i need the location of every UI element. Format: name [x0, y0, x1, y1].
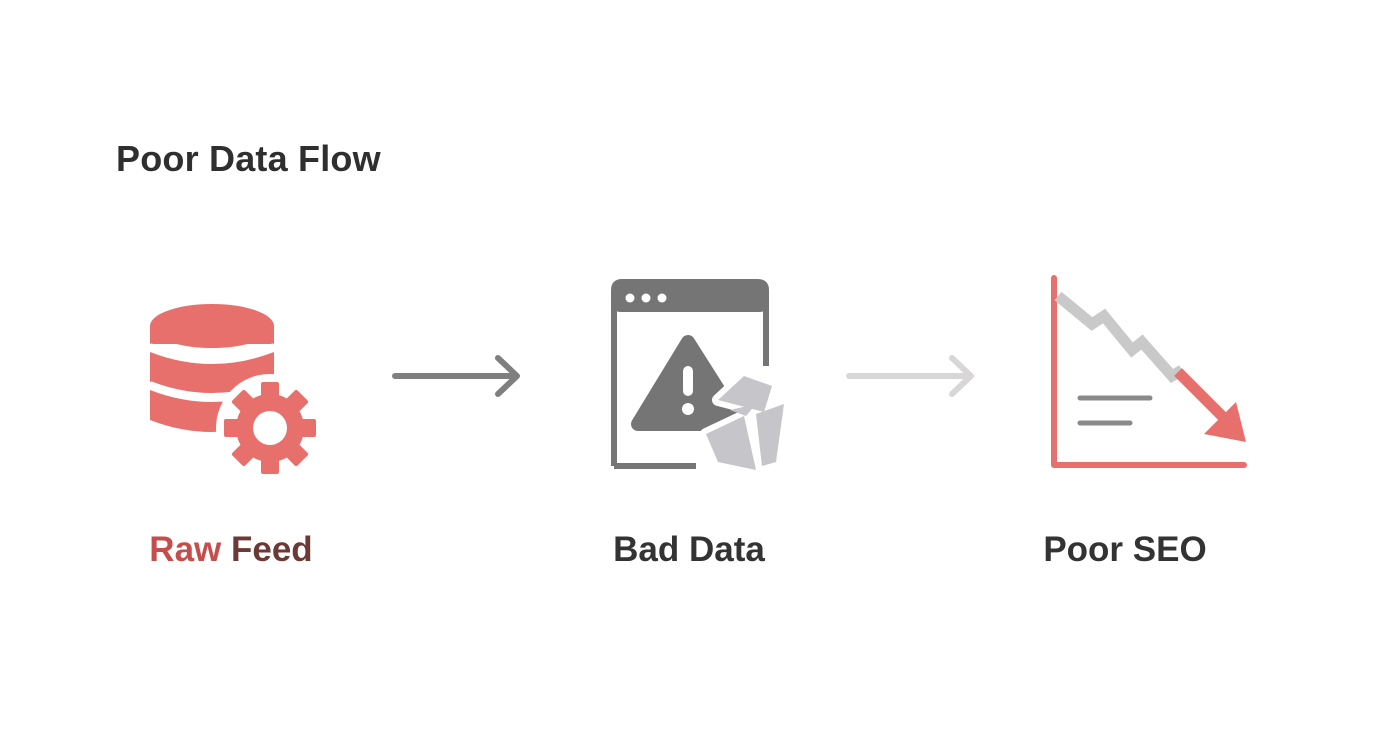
declining-chart-icon [1051, 275, 1247, 468]
arrow-right-icon [392, 355, 520, 397]
step-label-raw-feed: Raw Feed [149, 530, 312, 570]
step-label-poor-seo: Poor SEO [1043, 530, 1207, 569]
label-word-feed: Feed [231, 530, 313, 569]
label-word-raw: Raw [149, 530, 222, 569]
step-label-bad-data: Bad Data [613, 530, 765, 569]
arrow-right-icon [846, 355, 974, 397]
page-title: Poor Data Flow [116, 138, 381, 179]
database-gear-icon [150, 304, 324, 476]
browser-warning-icon [611, 279, 790, 476]
